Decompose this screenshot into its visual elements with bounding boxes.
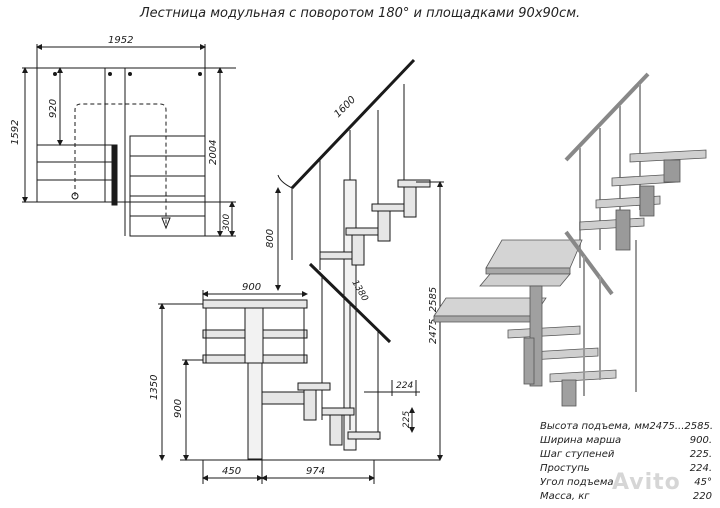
staircase-3d-render bbox=[433, 72, 707, 407]
drawing-title: Лестница модульная с поворотом 180° и пл… bbox=[139, 6, 581, 21]
tread-label: 224 bbox=[396, 381, 413, 391]
spec-label: Высота подъема, мм bbox=[540, 421, 650, 432]
spec-value: 45° bbox=[694, 477, 712, 488]
avito-watermark: Avito bbox=[612, 470, 681, 495]
landing-platform bbox=[202, 299, 308, 309]
spec-value: 224. bbox=[689, 463, 712, 474]
spec-label: Угол подъема bbox=[540, 477, 614, 488]
spec-label: Шаг ступеней bbox=[540, 449, 615, 460]
spec-row: Масса, кг 220 bbox=[540, 490, 712, 504]
support-post bbox=[247, 362, 263, 460]
plan-right-flight bbox=[129, 135, 206, 237]
lower-handrail bbox=[308, 262, 392, 344]
total-height-label: 2475..2585 bbox=[428, 287, 439, 344]
spec-row: Шаг ступеней 225. bbox=[540, 448, 712, 462]
plan-run-label: 2004 bbox=[208, 140, 219, 165]
spec-row: Высота подъема, мм 2475...2585. bbox=[540, 420, 714, 434]
plan-offset-label: 300 bbox=[222, 214, 232, 231]
spec-value: 2475...2585. bbox=[649, 421, 714, 432]
spec-row: Угол подъема 45° bbox=[540, 476, 712, 490]
spec-row: Проступь 224. bbox=[540, 462, 712, 476]
plan-depth-label: 1592 bbox=[10, 120, 21, 145]
upper-rise-label: 800 bbox=[265, 229, 276, 248]
spec-label: Проступь bbox=[540, 463, 590, 474]
spec-value: 220 bbox=[692, 491, 712, 502]
spec-row: Ширина марша 900. bbox=[540, 434, 712, 448]
spec-label: Ширина марша bbox=[540, 435, 622, 446]
height-900-label: 900 bbox=[173, 399, 184, 418]
walking-line bbox=[74, 103, 167, 226]
plan-view bbox=[22, 44, 236, 237]
landing-width-label: 900 bbox=[242, 282, 261, 293]
spec-label: Масса, кг bbox=[540, 491, 590, 502]
elevation-view bbox=[158, 58, 444, 484]
plan-width-label: 1952 bbox=[108, 35, 133, 46]
spec-value: 900. bbox=[689, 435, 712, 446]
bottom-right-label: 974 bbox=[306, 466, 325, 477]
spec-value: 225. bbox=[689, 449, 712, 460]
plan-landing-label: 920 bbox=[48, 99, 59, 118]
plan-footprint bbox=[36, 67, 206, 203]
handrail-length-label: 1600 bbox=[332, 94, 358, 120]
height-1350-label: 1350 bbox=[149, 375, 160, 400]
spec-table: Высота подъема, мм 2475...2585. Ширина м… bbox=[540, 420, 714, 504]
step-label: 225 bbox=[402, 411, 412, 428]
upper-handrail bbox=[290, 58, 416, 190]
bottom-left-label: 450 bbox=[222, 466, 241, 477]
